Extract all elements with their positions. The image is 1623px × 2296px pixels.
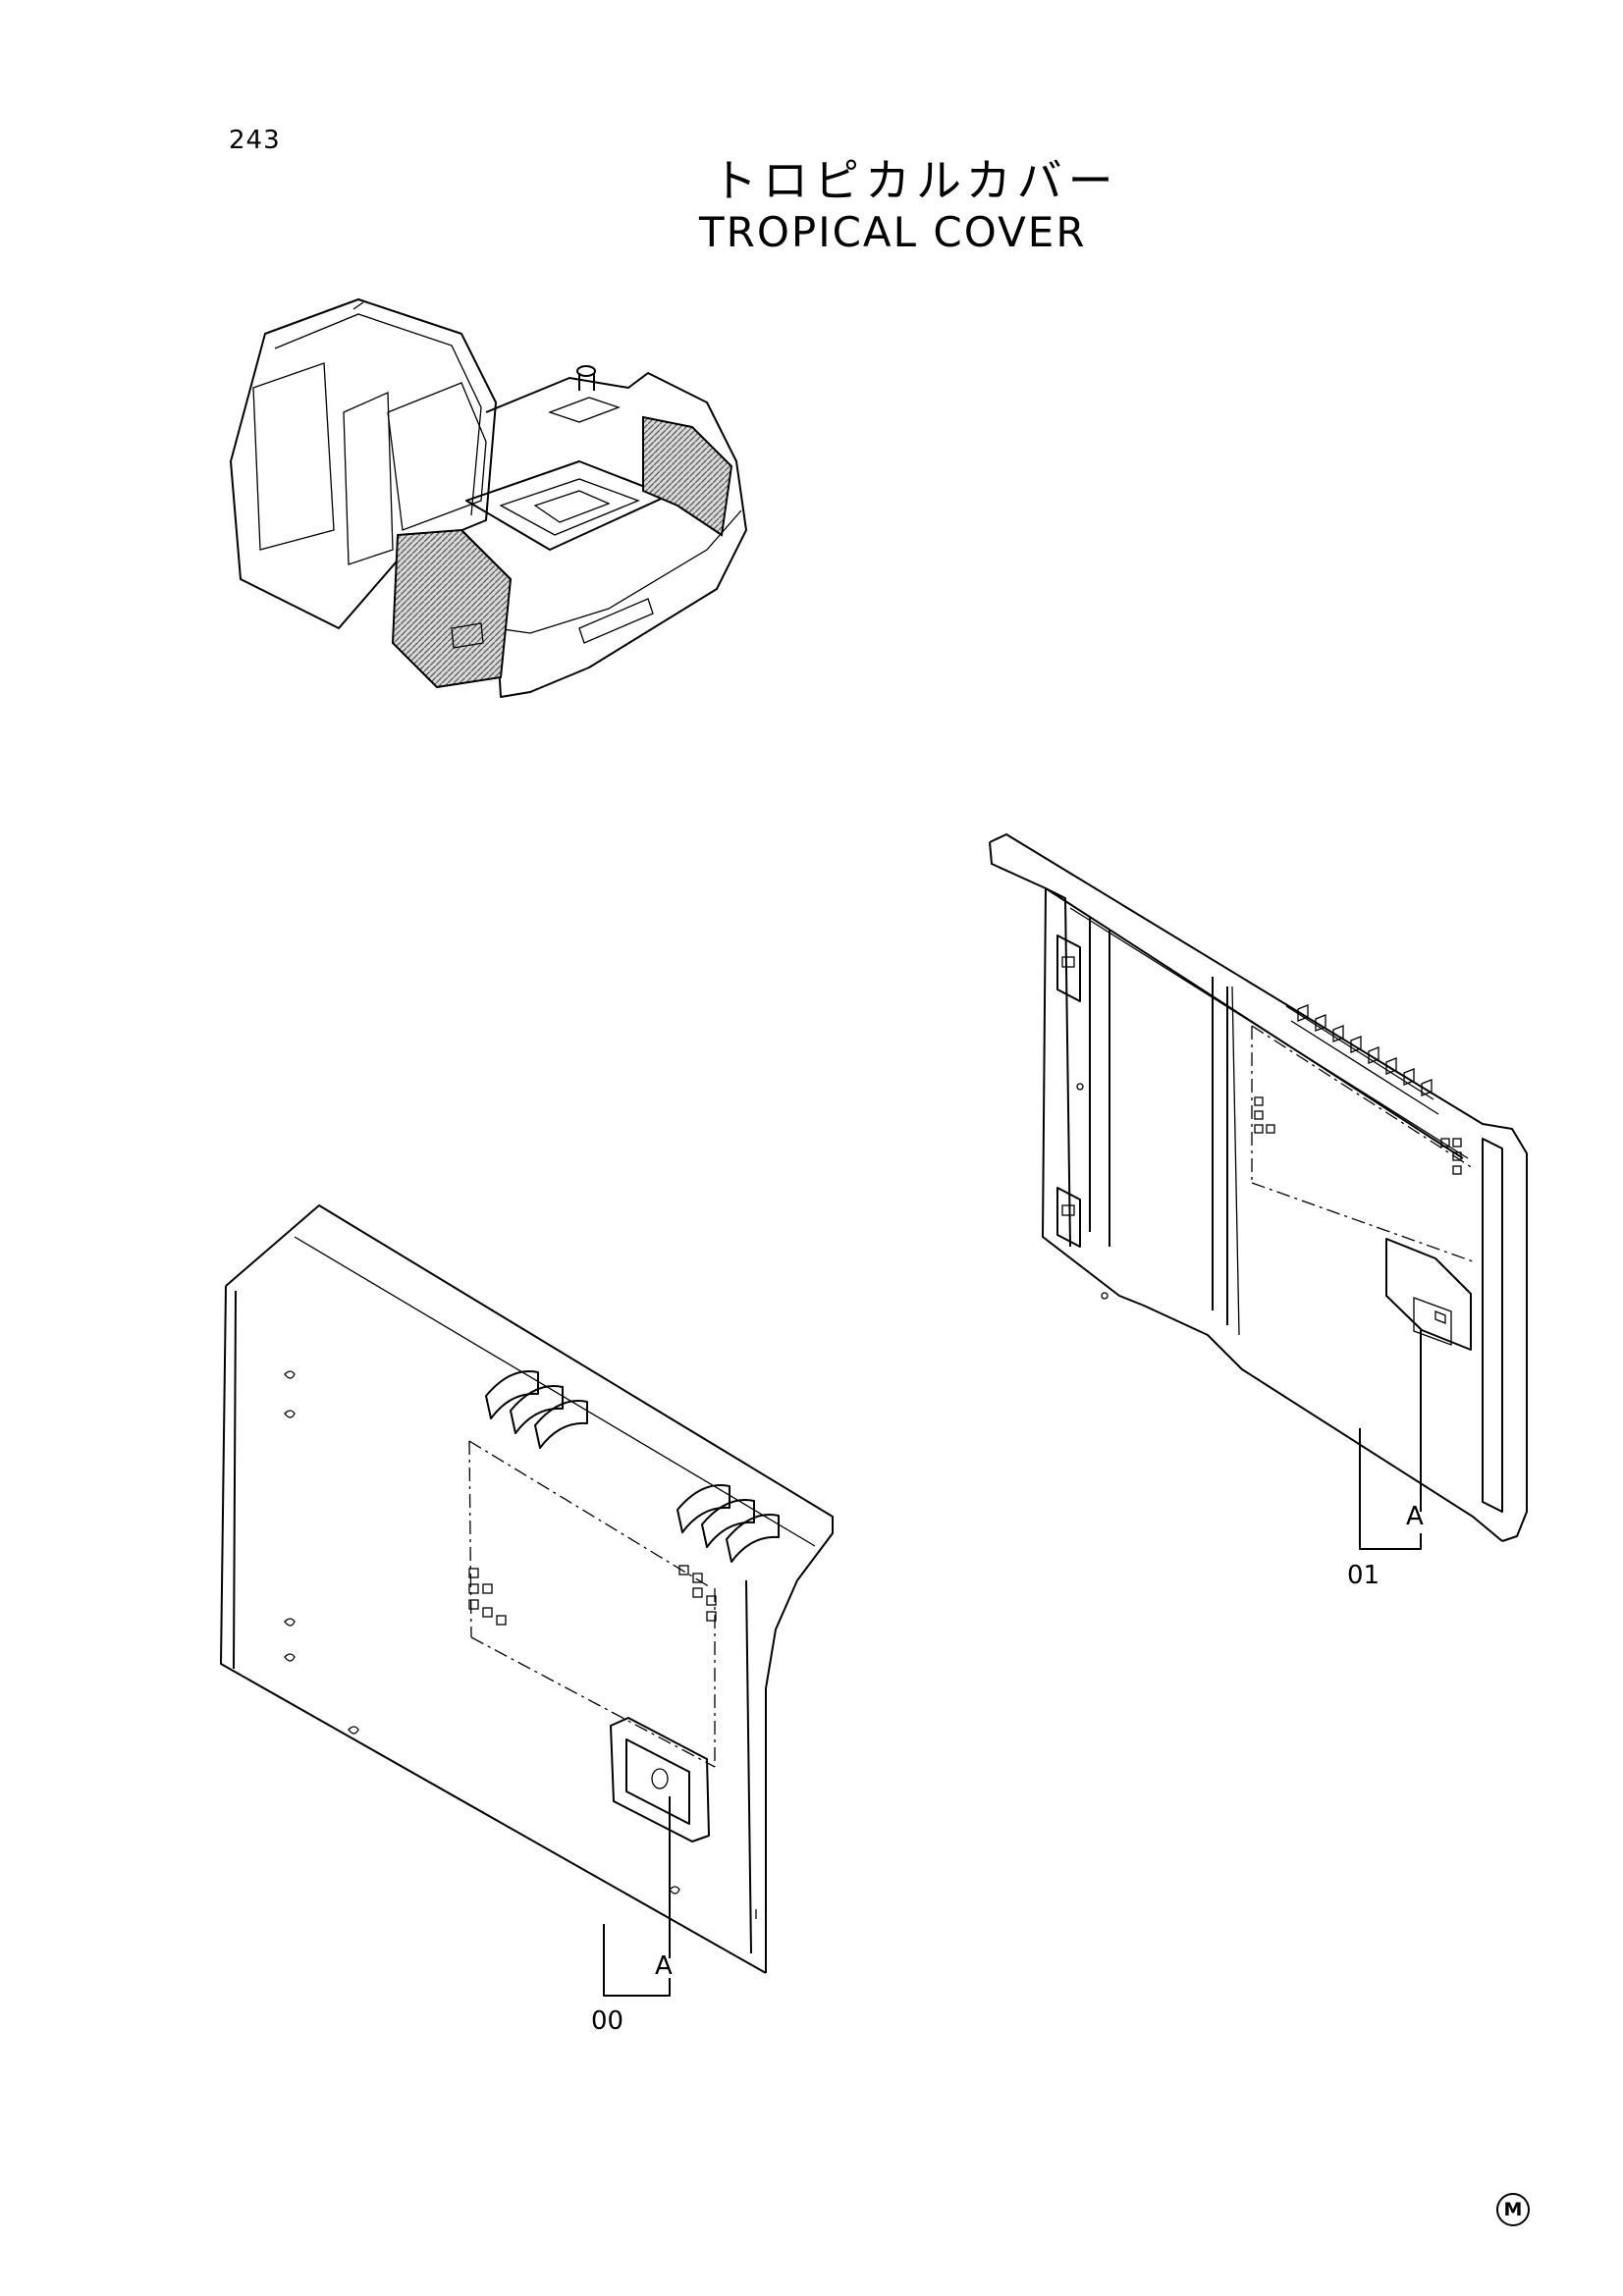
m-mark-badge: M [1496, 2193, 1530, 2226]
panel-right-01 [989, 833, 1528, 1550]
callout-detail-a-left: A [655, 1951, 673, 1981]
title-english: TROPICAL COVER [699, 208, 1087, 256]
title-japanese: トロピカルカバー [712, 154, 1119, 207]
excavator-overview [230, 298, 747, 698]
page-number: 243 [229, 126, 281, 155]
callout-part-no-left: 00 [591, 2006, 624, 2036]
callout-detail-a-right: A [1406, 1502, 1424, 1531]
callout-part-no-right: 01 [1347, 1561, 1380, 1590]
panel-left-00 [220, 1204, 834, 1997]
